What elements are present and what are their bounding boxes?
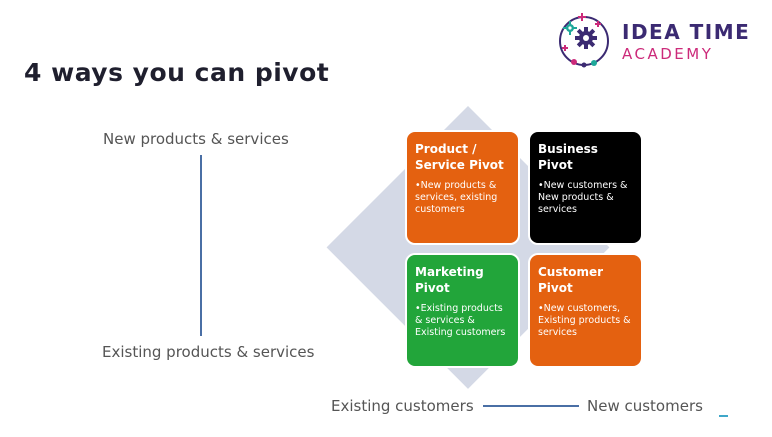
quadrant-marketing-pivot: Marketing Pivot •Existing products & ser…	[405, 253, 520, 368]
quadrant-body: •New customers & New products & services	[538, 180, 628, 215]
quadrant-heading: Marketing Pivot	[415, 265, 484, 295]
quadrant-body: •New products & services, existing custo…	[415, 180, 498, 215]
logo-text-line1: IDEA TIME	[622, 20, 751, 44]
y-axis-top-label: New products & services	[103, 130, 289, 148]
y-axis-line	[200, 155, 202, 336]
quadrant-heading: Product / Service Pivot	[415, 142, 504, 172]
quadrant-customer-pivot: Customer Pivot •New customers, Existing …	[528, 253, 643, 368]
x-axis-right-label: New customers	[587, 397, 703, 415]
logo-text-line2: ACADEMY	[622, 45, 714, 63]
x-axis-line	[483, 405, 579, 407]
quadrant-product-service-pivot: Product / Service Pivot •New products & …	[405, 130, 520, 245]
quadrant-business-pivot: Business Pivot •New customers & New prod…	[528, 130, 643, 245]
quadrant-body: •New customers, Existing products & serv…	[538, 303, 631, 338]
page-title: 4 ways you can pivot	[24, 58, 330, 87]
quadrant-heading: Business Pivot	[538, 142, 598, 172]
y-axis-bottom-label: Existing products & services	[102, 343, 315, 361]
quadrant-body: •Existing products & services & Existing…	[415, 303, 506, 338]
x-axis-left-label: Existing customers	[331, 397, 474, 415]
quadrant-heading: Customer Pivot	[538, 265, 604, 295]
brand-logo: IDEA TIME ACADEMY	[548, 10, 768, 70]
slide-corner-mark	[719, 415, 728, 417]
gear-idea-icon	[559, 13, 609, 68]
